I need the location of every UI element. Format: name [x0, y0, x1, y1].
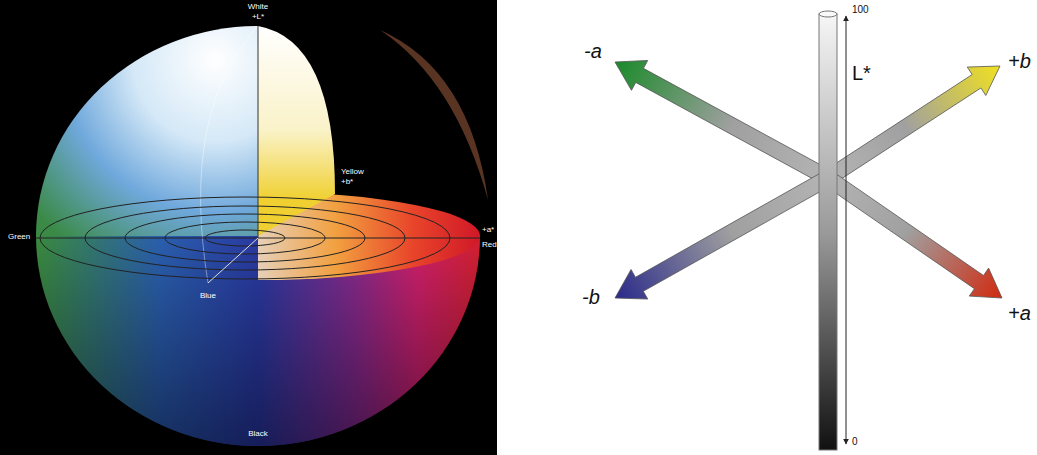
- axis-label: +L*: [252, 13, 264, 22]
- axis-label: -a: [584, 40, 602, 62]
- meridian-line: [201, 26, 258, 283]
- scale-number: 100: [852, 4, 869, 15]
- hue-label: Yellow: [341, 168, 364, 177]
- pole-label: White: [248, 3, 268, 12]
- dark-ground: [0, 0, 497, 455]
- bar-top: [819, 11, 837, 17]
- hue-label: Blue: [200, 292, 216, 301]
- scale-number: 0: [852, 436, 858, 447]
- minus-a-arrow: [615, 60, 832, 185]
- axis-label: +b: [1008, 50, 1031, 72]
- l-axis-line: [258, 26, 259, 238]
- minus-b-arrow: [615, 171, 832, 299]
- lightness-range-arrow: [846, 16, 847, 444]
- lightness-bar: [819, 14, 837, 450]
- axis-label: L*: [852, 62, 871, 84]
- axis-label: +a: [1008, 302, 1031, 324]
- plus-a-arrow: [823, 171, 1002, 298]
- axis-label: -b: [582, 286, 600, 308]
- cut-face: [258, 26, 335, 236]
- cut-away-rim: [380, 30, 488, 200]
- upper-quarter: [36, 26, 258, 236]
- axis-label: +b*: [341, 178, 353, 187]
- b-axis-line: [208, 238, 258, 283]
- axes-figure: [615, 60, 1002, 299]
- pole-label: Black: [248, 430, 268, 439]
- hue-label: Green: [8, 233, 30, 242]
- hue-label: Red: [482, 241, 497, 250]
- axis-label: +a*: [482, 226, 494, 235]
- plus-b-arrow: [824, 66, 1000, 185]
